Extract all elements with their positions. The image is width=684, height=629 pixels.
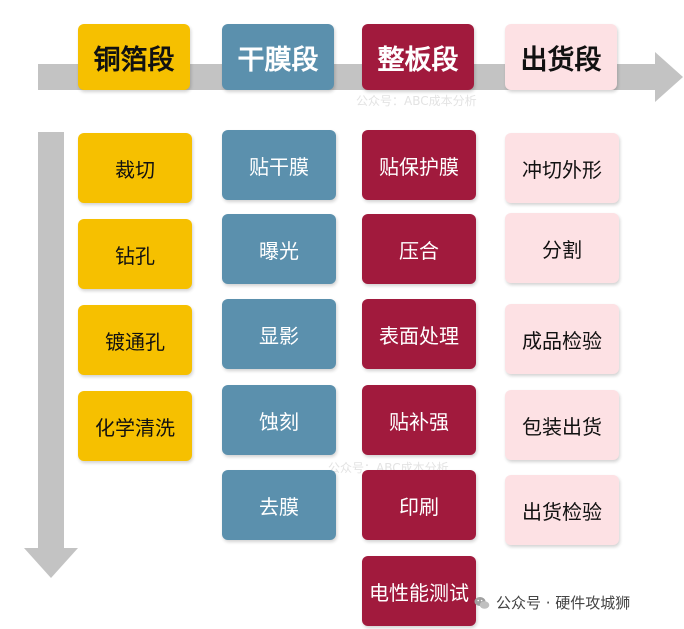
process-step: 贴补强 — [362, 385, 476, 455]
footer-credit: 公众号 · 硬件攻城狮 — [474, 592, 630, 613]
vertical-arrow-head — [24, 548, 78, 578]
process-step: 印刷 — [362, 470, 476, 540]
process-step: 电性能测试 — [362, 556, 476, 626]
process-step: 去膜 — [222, 470, 336, 540]
process-step: 成品检验 — [505, 304, 619, 374]
process-step: 压合 — [362, 214, 476, 284]
process-step: 镀通孔 — [78, 305, 192, 375]
process-step: 钻孔 — [78, 219, 192, 289]
process-step: 分割 — [505, 213, 619, 283]
process-step: 曝光 — [222, 214, 336, 284]
stage-header-copper-foil: 铜箔段 — [78, 24, 190, 90]
horizontal-arrow-head — [655, 52, 683, 102]
process-step: 出货检验 — [505, 475, 619, 545]
wechat-icon — [474, 596, 490, 609]
process-step: 表面处理 — [362, 299, 476, 369]
stage-header-shipping: 出货段 — [505, 24, 617, 90]
process-step: 显影 — [222, 299, 336, 369]
process-step: 化学清洗 — [78, 391, 192, 461]
stage-header-dry-film: 干膜段 — [222, 24, 334, 90]
stage-header-full-panel: 整板段 — [362, 24, 474, 90]
process-step: 贴干膜 — [222, 130, 336, 200]
process-step: 蚀刻 — [222, 385, 336, 455]
process-step: 包装出货 — [505, 390, 619, 460]
footer-text: 公众号 · 硬件攻城狮 — [496, 594, 631, 612]
vertical-arrow-body — [38, 132, 64, 550]
process-step: 冲切外形 — [505, 133, 619, 203]
process-step: 贴保护膜 — [362, 130, 476, 200]
watermark: 公众号：ABC成本分析 — [356, 94, 477, 108]
process-step: 裁切 — [78, 133, 192, 203]
